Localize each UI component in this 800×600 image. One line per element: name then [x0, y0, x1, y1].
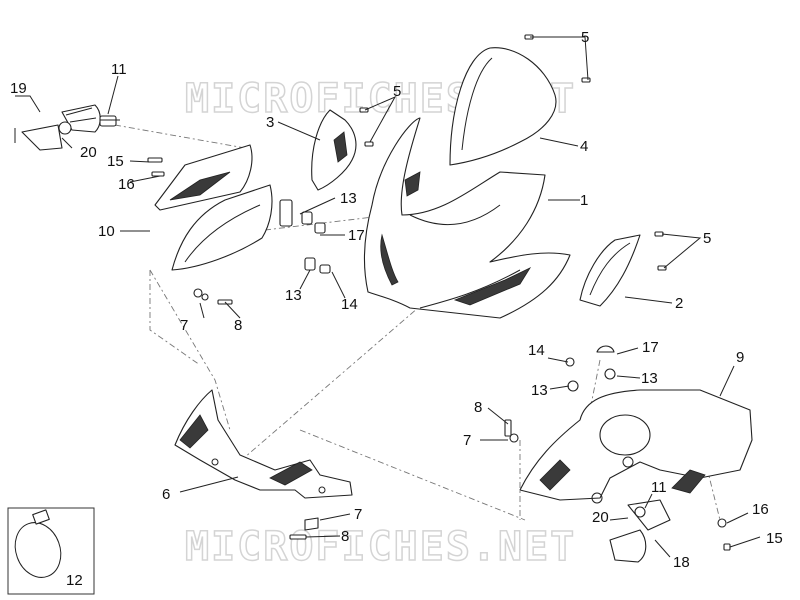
- callout-6: 6: [162, 486, 170, 503]
- callout-14-right: 14: [528, 342, 545, 359]
- callout-13-upper: 13: [340, 190, 357, 207]
- callout-7-mid: 7: [463, 432, 471, 449]
- callout-5-top: 5: [581, 29, 589, 46]
- callout-8-mid: 8: [474, 399, 482, 416]
- callout-5-right: 5: [703, 230, 711, 247]
- front-fairing-part-1: [363, 117, 571, 319]
- callout-20-bottom: 20: [592, 509, 609, 526]
- cable-tie-inset: [7, 507, 95, 595]
- callout-7-bottom: 7: [354, 506, 362, 523]
- callout-4: 4: [580, 138, 588, 155]
- turn-signal-right: [609, 499, 671, 563]
- turn-signal-left: [14, 104, 117, 151]
- callout-15-top: 15: [107, 153, 124, 170]
- callout-17-right: 17: [642, 339, 659, 356]
- lower-bracket-part-9: [519, 389, 753, 504]
- windscreen-part-4: [449, 47, 557, 166]
- hardware-fasteners: [147, 34, 731, 551]
- callout-18: 18: [673, 554, 690, 571]
- callout-8-left: 8: [234, 317, 242, 334]
- callout-13-right-a: 13: [531, 382, 548, 399]
- lower-bracket-part-6: [174, 389, 353, 499]
- callout-9: 9: [736, 349, 744, 366]
- callout-16-bottom: 16: [752, 501, 769, 518]
- callout-11-bottom: 11: [651, 479, 667, 496]
- callout-12: 12: [66, 572, 83, 589]
- leader-lines: [15, 36, 761, 558]
- callout-19: 19: [10, 80, 27, 97]
- callout-11-top: 11: [111, 61, 127, 78]
- watermark-bottom: MICROFICHES.NET: [185, 524, 576, 570]
- callout-5-upper: 5: [393, 83, 401, 100]
- callout-13-right-b: 13: [641, 370, 658, 387]
- callout-10: 10: [98, 223, 115, 240]
- callout-3: 3: [266, 114, 274, 131]
- callout-20-top: 20: [80, 144, 97, 161]
- callout-17-top: 17: [348, 227, 365, 244]
- callout-labels: 1 2 3 4 5 5 5 6 7 7 7 8 8 8 9 10 11 11 1…: [10, 29, 783, 589]
- inner-panel-part-3: [311, 109, 357, 191]
- callout-15-bottom: 15: [766, 530, 783, 547]
- callout-2: 2: [675, 295, 683, 312]
- callout-16-top: 16: [118, 176, 135, 193]
- callout-8-bottom: 8: [341, 528, 349, 545]
- callout-7-left: 7: [180, 317, 188, 334]
- callout-13-lower: 13: [285, 287, 302, 304]
- callout-14-left: 14: [341, 296, 358, 313]
- side-panel-part-2: [579, 234, 641, 307]
- assembly-guides: [114, 124, 721, 521]
- callout-1: 1: [580, 192, 588, 209]
- side-fairing-part-10: [154, 144, 273, 271]
